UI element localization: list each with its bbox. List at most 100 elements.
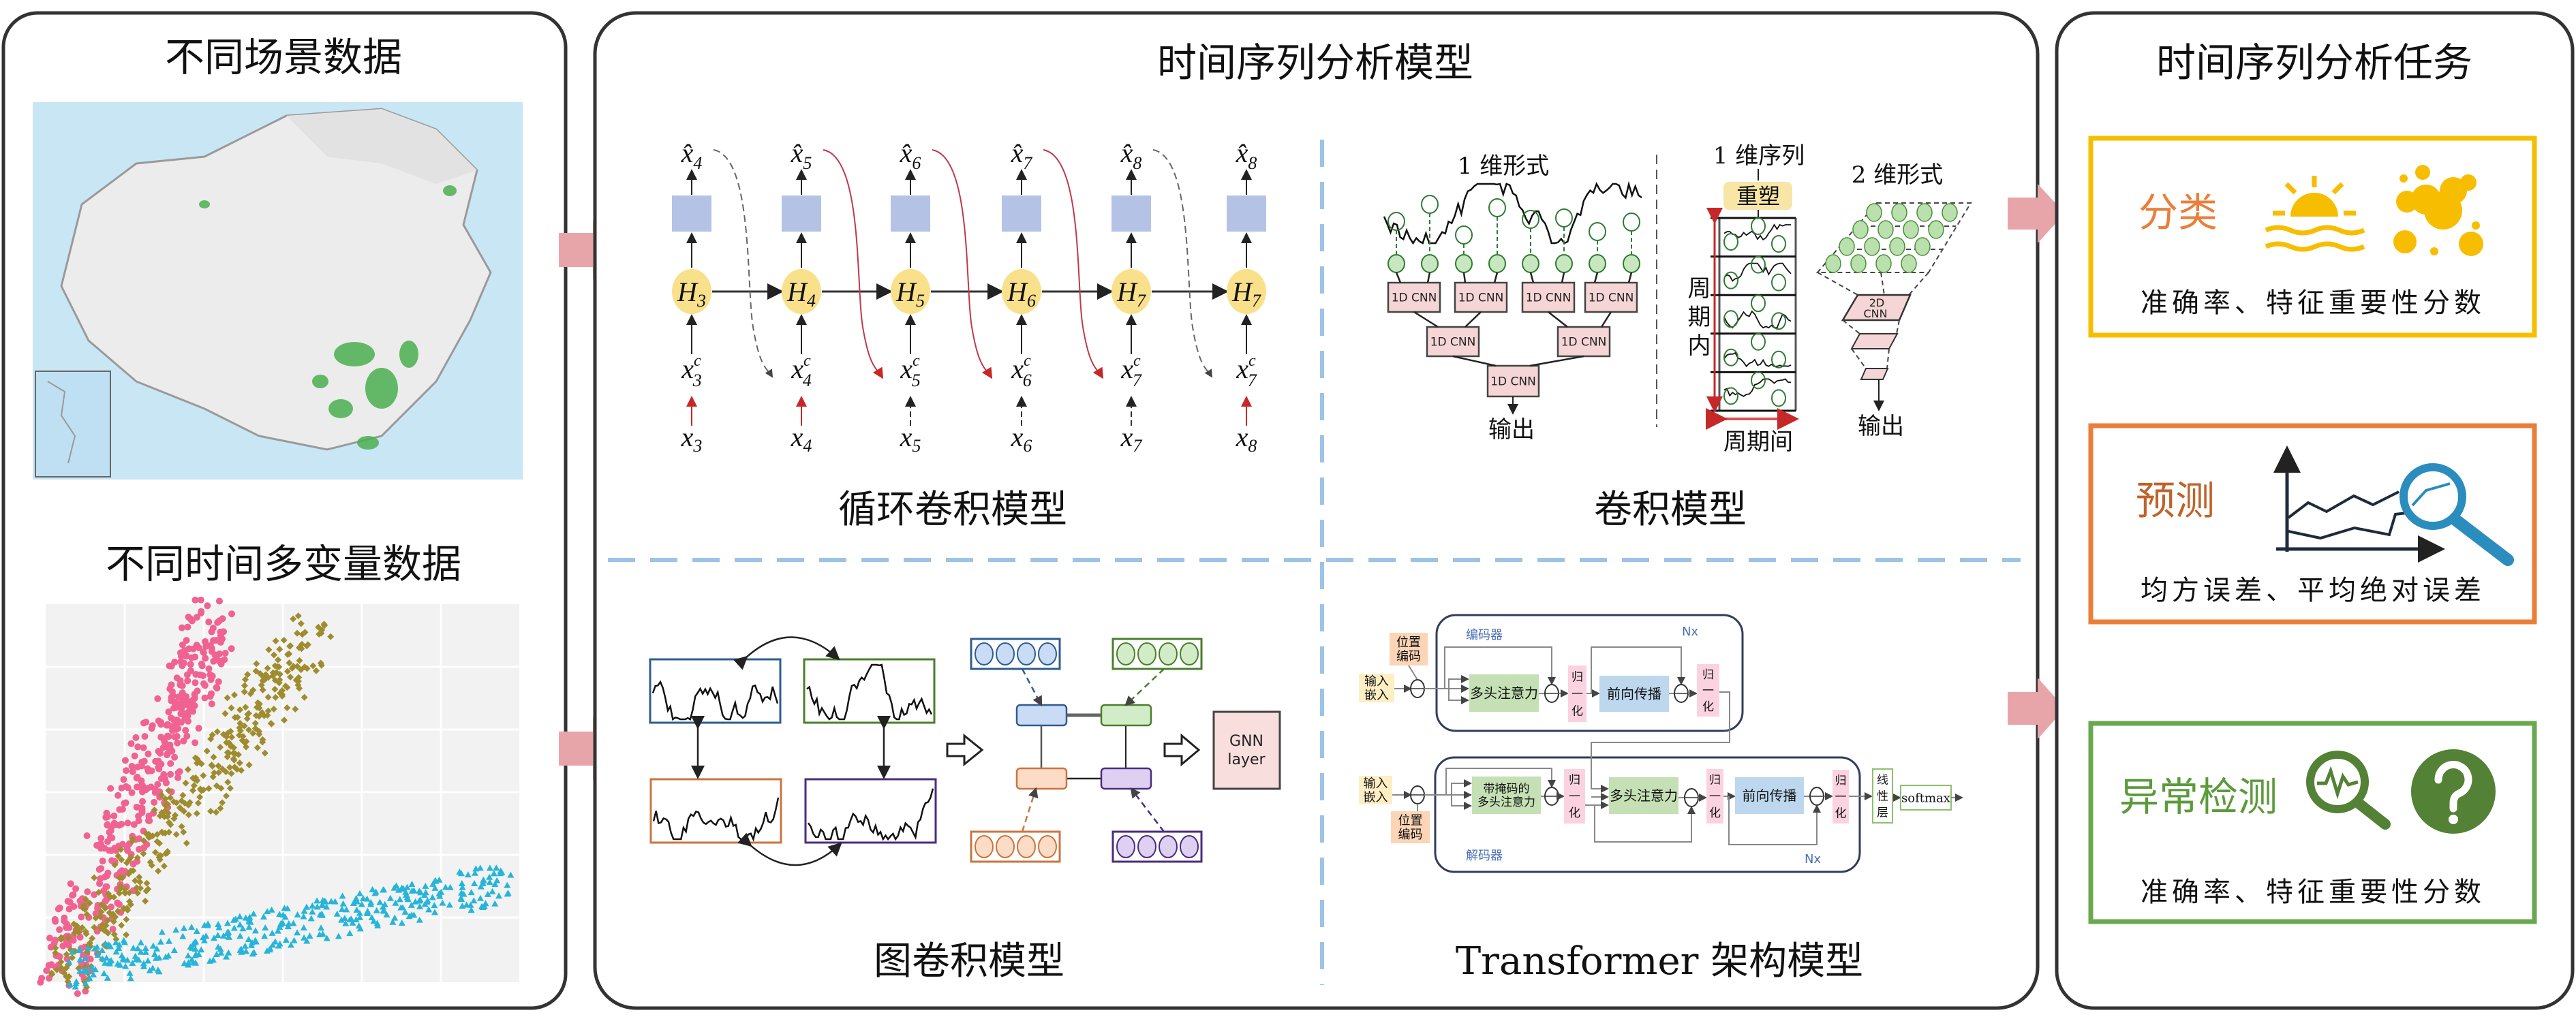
linear-layer bbox=[1872, 768, 1893, 824]
input-embedding-label: 嵌入 bbox=[1364, 791, 1388, 805]
scatter-point bbox=[142, 897, 149, 905]
scatter-point bbox=[84, 888, 91, 896]
scatter-point bbox=[134, 890, 141, 897]
scatter-point bbox=[122, 799, 129, 806]
scatter-point bbox=[59, 942, 67, 950]
scatter-point bbox=[276, 924, 283, 930]
scatter-point bbox=[189, 959, 197, 966]
scatter-point bbox=[219, 615, 226, 623]
scatter-point bbox=[151, 806, 158, 814]
scatter-point bbox=[241, 688, 248, 695]
scatter-point bbox=[185, 961, 192, 968]
scatter-point bbox=[303, 903, 310, 910]
scatter-point bbox=[91, 924, 98, 931]
scatter-point bbox=[182, 727, 189, 734]
scatter-point bbox=[295, 644, 303, 651]
scatter-point bbox=[241, 722, 248, 730]
scatter-point bbox=[338, 916, 346, 923]
scatter-point bbox=[102, 904, 109, 911]
scatter-point bbox=[395, 886, 403, 893]
linear-layer-label: 线 bbox=[1877, 774, 1888, 787]
scatter-point bbox=[156, 812, 164, 819]
scatter-point bbox=[196, 794, 204, 801]
scatter-point bbox=[380, 886, 387, 893]
scatter-point bbox=[403, 883, 411, 890]
scatter-point bbox=[353, 906, 361, 913]
scatter-point bbox=[69, 892, 76, 899]
positional-encoding bbox=[1391, 811, 1430, 843]
graph-node-purple bbox=[1100, 767, 1152, 790]
scatter-point bbox=[68, 948, 76, 955]
scatter-point bbox=[204, 602, 211, 610]
scatter-point bbox=[123, 931, 130, 939]
scatter-point bbox=[138, 788, 146, 796]
series-wave bbox=[651, 680, 779, 721]
scatter-point bbox=[209, 731, 216, 738]
positional-encoding-label: 编码 bbox=[1398, 828, 1423, 842]
scatter-point bbox=[140, 960, 147, 967]
scatter-point bbox=[343, 906, 350, 913]
scatter-point bbox=[125, 871, 132, 878]
scatter-point bbox=[287, 673, 294, 680]
scatter-point bbox=[117, 846, 125, 853]
scatter-point bbox=[164, 744, 172, 751]
scatter-point bbox=[136, 878, 144, 885]
feedback-edge bbox=[713, 149, 773, 378]
grid-node bbox=[1928, 220, 1944, 239]
scatter-point bbox=[236, 946, 244, 953]
scatter-point bbox=[356, 890, 364, 896]
scatter-point bbox=[331, 898, 339, 905]
add-norm bbox=[1706, 769, 1723, 824]
scatter-point bbox=[188, 924, 196, 930]
output-estimate: x̂8 bbox=[1120, 138, 1142, 173]
scatter-point bbox=[159, 744, 167, 751]
scatter-point bbox=[157, 938, 164, 945]
scatter-point bbox=[144, 785, 151, 792]
hidden-state-node bbox=[672, 269, 711, 314]
scatter-point bbox=[278, 691, 286, 698]
scatter-point bbox=[259, 736, 266, 743]
scatter-point bbox=[127, 975, 134, 982]
scatter-point bbox=[472, 865, 480, 872]
hollow-arrow-icon bbox=[946, 733, 984, 767]
scatter-point bbox=[228, 610, 236, 618]
scatter-point bbox=[129, 944, 137, 951]
scatter-point bbox=[200, 937, 208, 943]
grid-node bbox=[1866, 203, 1882, 222]
left-panel: 不同场景数据 不同时间多变量数据 bbox=[1, 11, 568, 1010]
scatter-point bbox=[104, 974, 111, 981]
scatter-point bbox=[333, 910, 341, 917]
masked-multi-head-attention-label: 多头注意力 bbox=[1477, 796, 1535, 809]
scatter-point bbox=[284, 923, 292, 930]
scatter-point bbox=[264, 693, 272, 701]
scatter-point bbox=[61, 917, 68, 924]
scatter-point bbox=[202, 638, 209, 645]
scatter-point bbox=[153, 838, 161, 845]
scatter-point bbox=[245, 762, 253, 769]
scatter-point bbox=[339, 892, 346, 899]
scatter-point bbox=[212, 656, 219, 663]
input-label: x4 bbox=[791, 422, 812, 456]
scatter-point bbox=[132, 877, 139, 885]
scatter-point bbox=[115, 944, 123, 951]
add-norm-label: 一 bbox=[1571, 687, 1583, 701]
scatter-point bbox=[104, 838, 112, 845]
input-embedding-label: 输入 bbox=[1364, 777, 1388, 791]
scatter-point bbox=[203, 747, 211, 755]
scatter-point bbox=[81, 905, 89, 913]
scatter-point bbox=[294, 911, 301, 918]
scatter-point bbox=[322, 898, 329, 905]
scatter-point bbox=[287, 941, 294, 948]
scatter-point bbox=[446, 883, 454, 890]
scatter-point bbox=[72, 983, 79, 990]
scatter-point bbox=[176, 768, 183, 775]
scatter-point bbox=[91, 874, 98, 881]
scatter-point bbox=[245, 726, 253, 734]
scatter-point bbox=[52, 937, 59, 944]
scatter-point bbox=[38, 975, 46, 982]
scatter-point bbox=[228, 734, 236, 741]
scatter-point bbox=[121, 885, 129, 893]
task-metrics: 准确率、特征重要性分数 bbox=[2141, 287, 2485, 319]
period-wave bbox=[1723, 378, 1792, 397]
